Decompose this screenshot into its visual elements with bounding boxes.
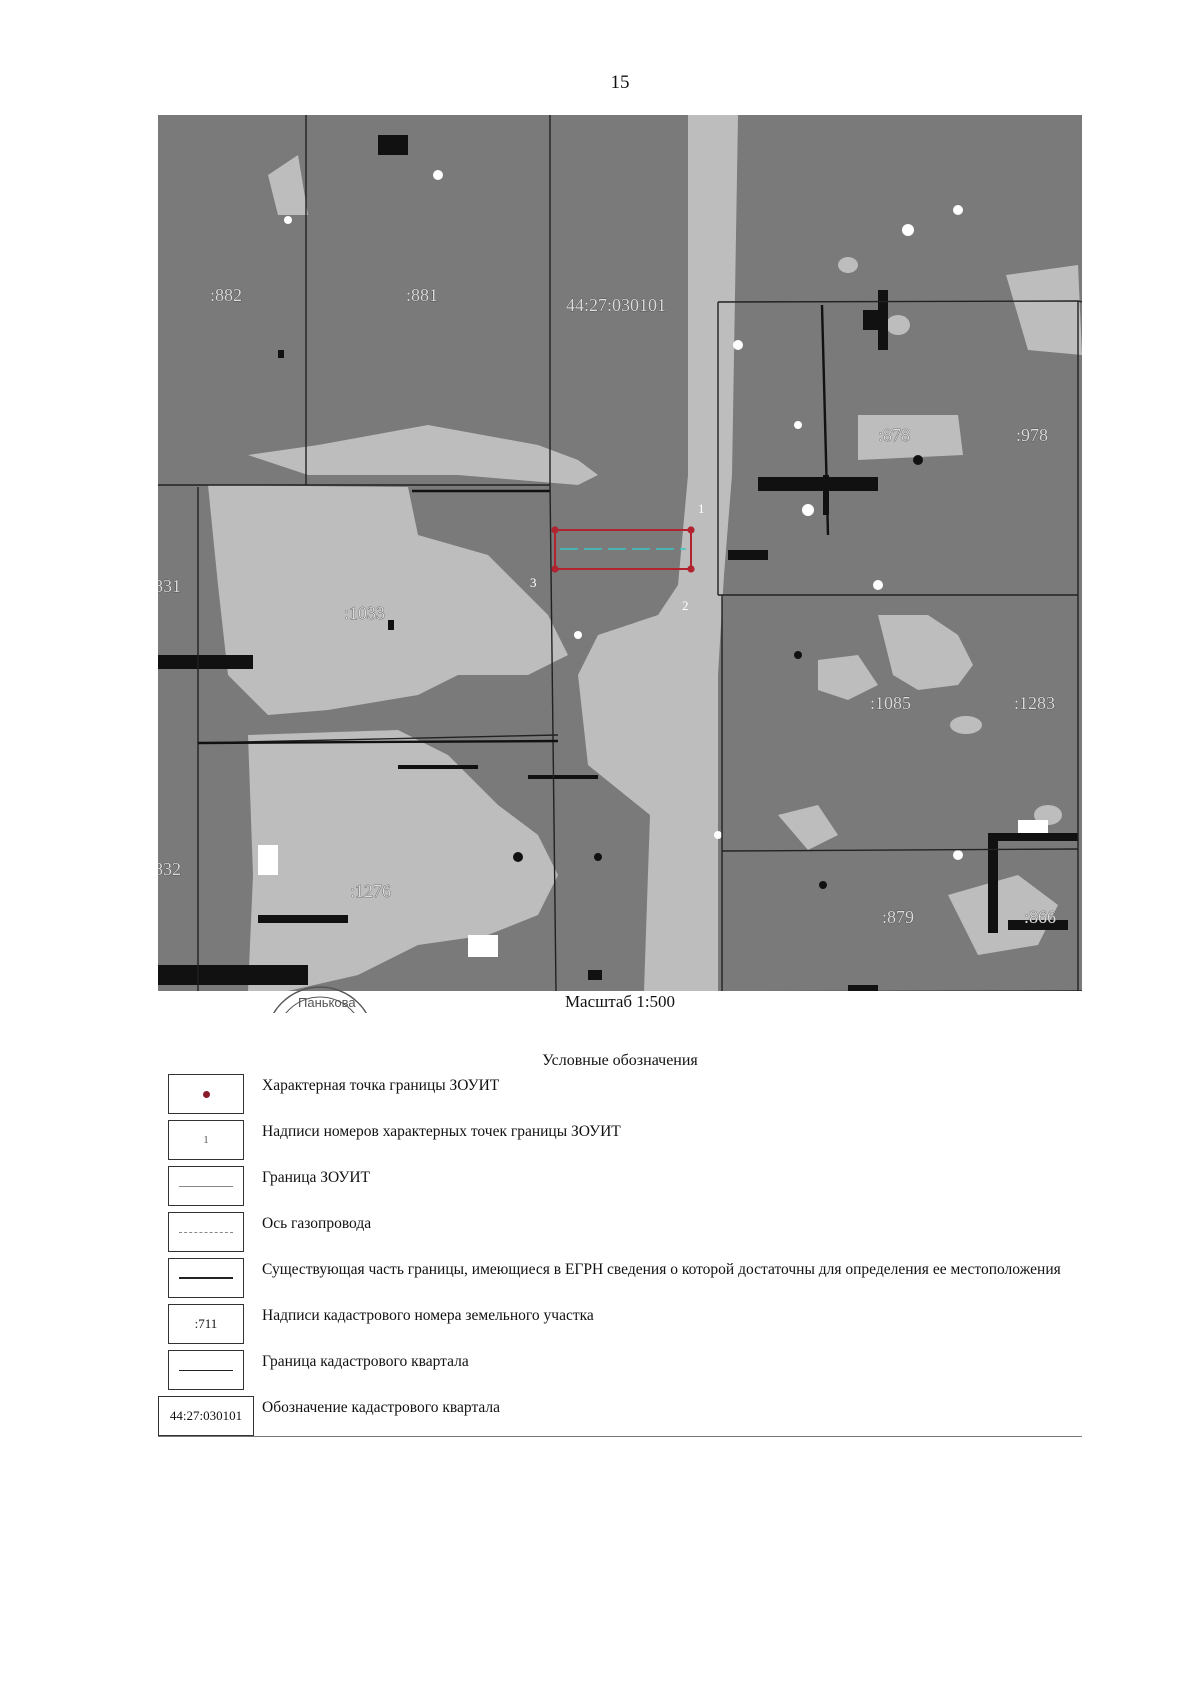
legend-label: Надписи номеров характерных точек границ…	[262, 1123, 621, 1140]
parcel-label: 832	[158, 859, 181, 879]
line-sample-icon	[179, 1185, 233, 1187]
stamp-seal: Панькова	[250, 985, 390, 1013]
map-scale: Масштаб 1:500	[564, 992, 676, 1011]
parcel-label: :878	[878, 425, 910, 445]
dash-line-icon	[179, 1231, 233, 1233]
quarter-label-sample: 44:27:030101	[169, 1408, 243, 1423]
legend-label: Существующая часть границы, имеющиеся в …	[262, 1261, 1061, 1278]
black-line-icon	[179, 1277, 233, 1279]
point-label-3: 3	[530, 575, 537, 590]
legend-item: Ось газопровода	[158, 1212, 1082, 1256]
parcel-label: 44:27:030101	[566, 295, 666, 315]
cadastral-number-sample: :711	[194, 1316, 218, 1331]
point-label-2: 2	[682, 598, 689, 613]
legend-item: 44:27:030101 Обозначение кадастрового кв…	[158, 1396, 1082, 1440]
legend-symbol-existing-boundary	[168, 1258, 244, 1298]
boundary-point[interactable]	[551, 526, 559, 534]
point-label-1: 1	[698, 501, 705, 516]
legend-label: Граница ЗОУИТ	[262, 1169, 370, 1186]
parcel-label: :882	[210, 285, 242, 305]
boundary-point[interactable]	[687, 526, 695, 534]
zouit-boundary[interactable]	[554, 529, 692, 570]
existing-boundaries	[197, 304, 830, 745]
legend-label: Обозначение кадастрового квартала	[262, 1399, 501, 1416]
cadastral-map[interactable]: 1 2 3 :882 :881 44:27:030101 :878 :978 :…	[158, 115, 1082, 991]
legend-item: 1 Надписи номеров характерных точек гран…	[158, 1120, 1082, 1164]
stamp-text: Панькова	[298, 995, 356, 1010]
legend-label: Ось газопровода	[262, 1215, 372, 1232]
legend-symbol-point	[168, 1074, 244, 1114]
legend-symbol-quarter-boundary	[168, 1350, 244, 1390]
parcel-label: :1033	[344, 603, 385, 623]
legend-symbol-cadastral-number: :711	[168, 1304, 244, 1344]
legend-item: Существующая часть границы, имеющиеся в …	[158, 1258, 1082, 1302]
boundary-point[interactable]	[551, 565, 559, 573]
legend-title: Условные обозначения	[542, 1052, 698, 1069]
legend-item: Характерная точка границы ЗОУИТ	[158, 1074, 1082, 1118]
parcel-label: :1085	[870, 693, 911, 713]
parcel-label: :1283	[1014, 693, 1055, 713]
legend-item: :711 Надписи кадастрового номера земельн…	[158, 1304, 1082, 1348]
legend-symbol-quarter-label: 44:27:030101	[158, 1396, 254, 1436]
legend-item: Граница кадастрового квартала	[158, 1350, 1082, 1394]
parcel-label: :978	[1016, 425, 1048, 445]
point-dot-icon	[202, 1090, 210, 1098]
thin-line-icon	[179, 1369, 233, 1371]
legend-label: Характерная точка границы ЗОУИТ	[262, 1077, 500, 1094]
map-canvas[interactable]: 1 2 3 :882 :881 44:27:030101 :878 :978 :…	[158, 115, 1082, 991]
bottom-rule	[158, 1436, 1082, 1437]
parcel-labels: :882 :881 44:27:030101 :878 :978 :1033 8…	[158, 285, 1056, 928]
parcel-label: 831	[158, 576, 181, 596]
legend-symbol-gas-axis	[168, 1212, 244, 1252]
legend-label: Надписи кадастрового номера земельного у…	[262, 1307, 594, 1324]
parcel-label: :879	[882, 907, 914, 927]
legend-symbol-zouit-line	[168, 1166, 244, 1206]
legend-label: Граница кадастрового квартала	[262, 1353, 469, 1370]
light-areas	[208, 115, 1082, 991]
point-number-sample: 1	[203, 1134, 209, 1146]
parcel-label: :1276	[350, 881, 391, 901]
boundary-point[interactable]	[687, 565, 695, 573]
legend-item: Граница ЗОУИТ	[158, 1166, 1082, 1210]
parcel-label: :866	[1024, 907, 1056, 927]
page-number: 15	[610, 72, 630, 93]
legend-symbol-number: 1	[168, 1120, 244, 1160]
zouit-zone[interactable]	[551, 526, 695, 573]
parcel-label: :881	[406, 285, 438, 305]
